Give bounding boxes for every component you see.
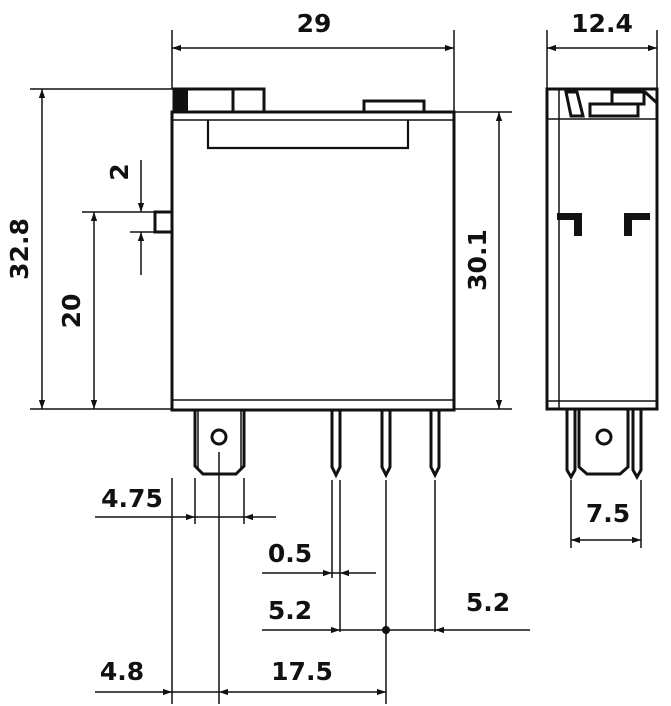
label-pin-spacing: 17.5 [271,657,333,686]
dimension-height-body: 30.1 [424,111,512,410]
label-height-total: 32.8 [5,218,34,280]
dimension-pin-width-side: 4.75 [95,484,276,521]
pcb-pin-3 [429,410,441,479]
label-button-height: 2 [105,163,134,180]
label-depth: 12.4 [571,9,633,38]
side-body [545,87,659,411]
side-terminal [565,409,643,481]
front-view [153,87,456,479]
side-view [545,87,659,481]
dimension-height-total: 32.8 [5,88,174,410]
dimension-side-pin-width: 7.5 [570,480,642,548]
pcb-pin-1 [330,410,342,479]
dimension-pin-pitch: 5.2 5.2 [262,588,530,634]
label-pin-pitch-left: 5.2 [268,596,312,625]
pcb-pin-2 [380,410,392,479]
top-terminal-block [172,87,266,114]
dimension-pin-thickness: 0.5 [262,539,376,577]
dimension-depth: 12.4 [546,9,658,89]
test-button [153,210,174,234]
dimension-pin-offset: 4.8 [95,657,219,696]
dimension-pin-spacing: 17.5 [219,657,386,696]
label-side-pin-width: 7.5 [586,499,630,528]
label-pin-thickness: 0.5 [268,539,312,568]
dimension-button-height: 2 [105,160,156,275]
label-button-position: 20 [57,294,86,329]
label-height-body: 30.1 [463,229,492,291]
top-indicator [362,99,426,114]
relay-body [170,110,456,412]
label-width-total: 29 [297,9,332,38]
dimension-button-position: 20 [57,211,156,409]
label-pin-offset: 4.8 [100,657,144,686]
label-pin-pitch-right: 5.2 [466,588,510,617]
dimension-width-total: 29 [171,9,455,112]
label-pin-width-side: 4.75 [101,484,163,513]
